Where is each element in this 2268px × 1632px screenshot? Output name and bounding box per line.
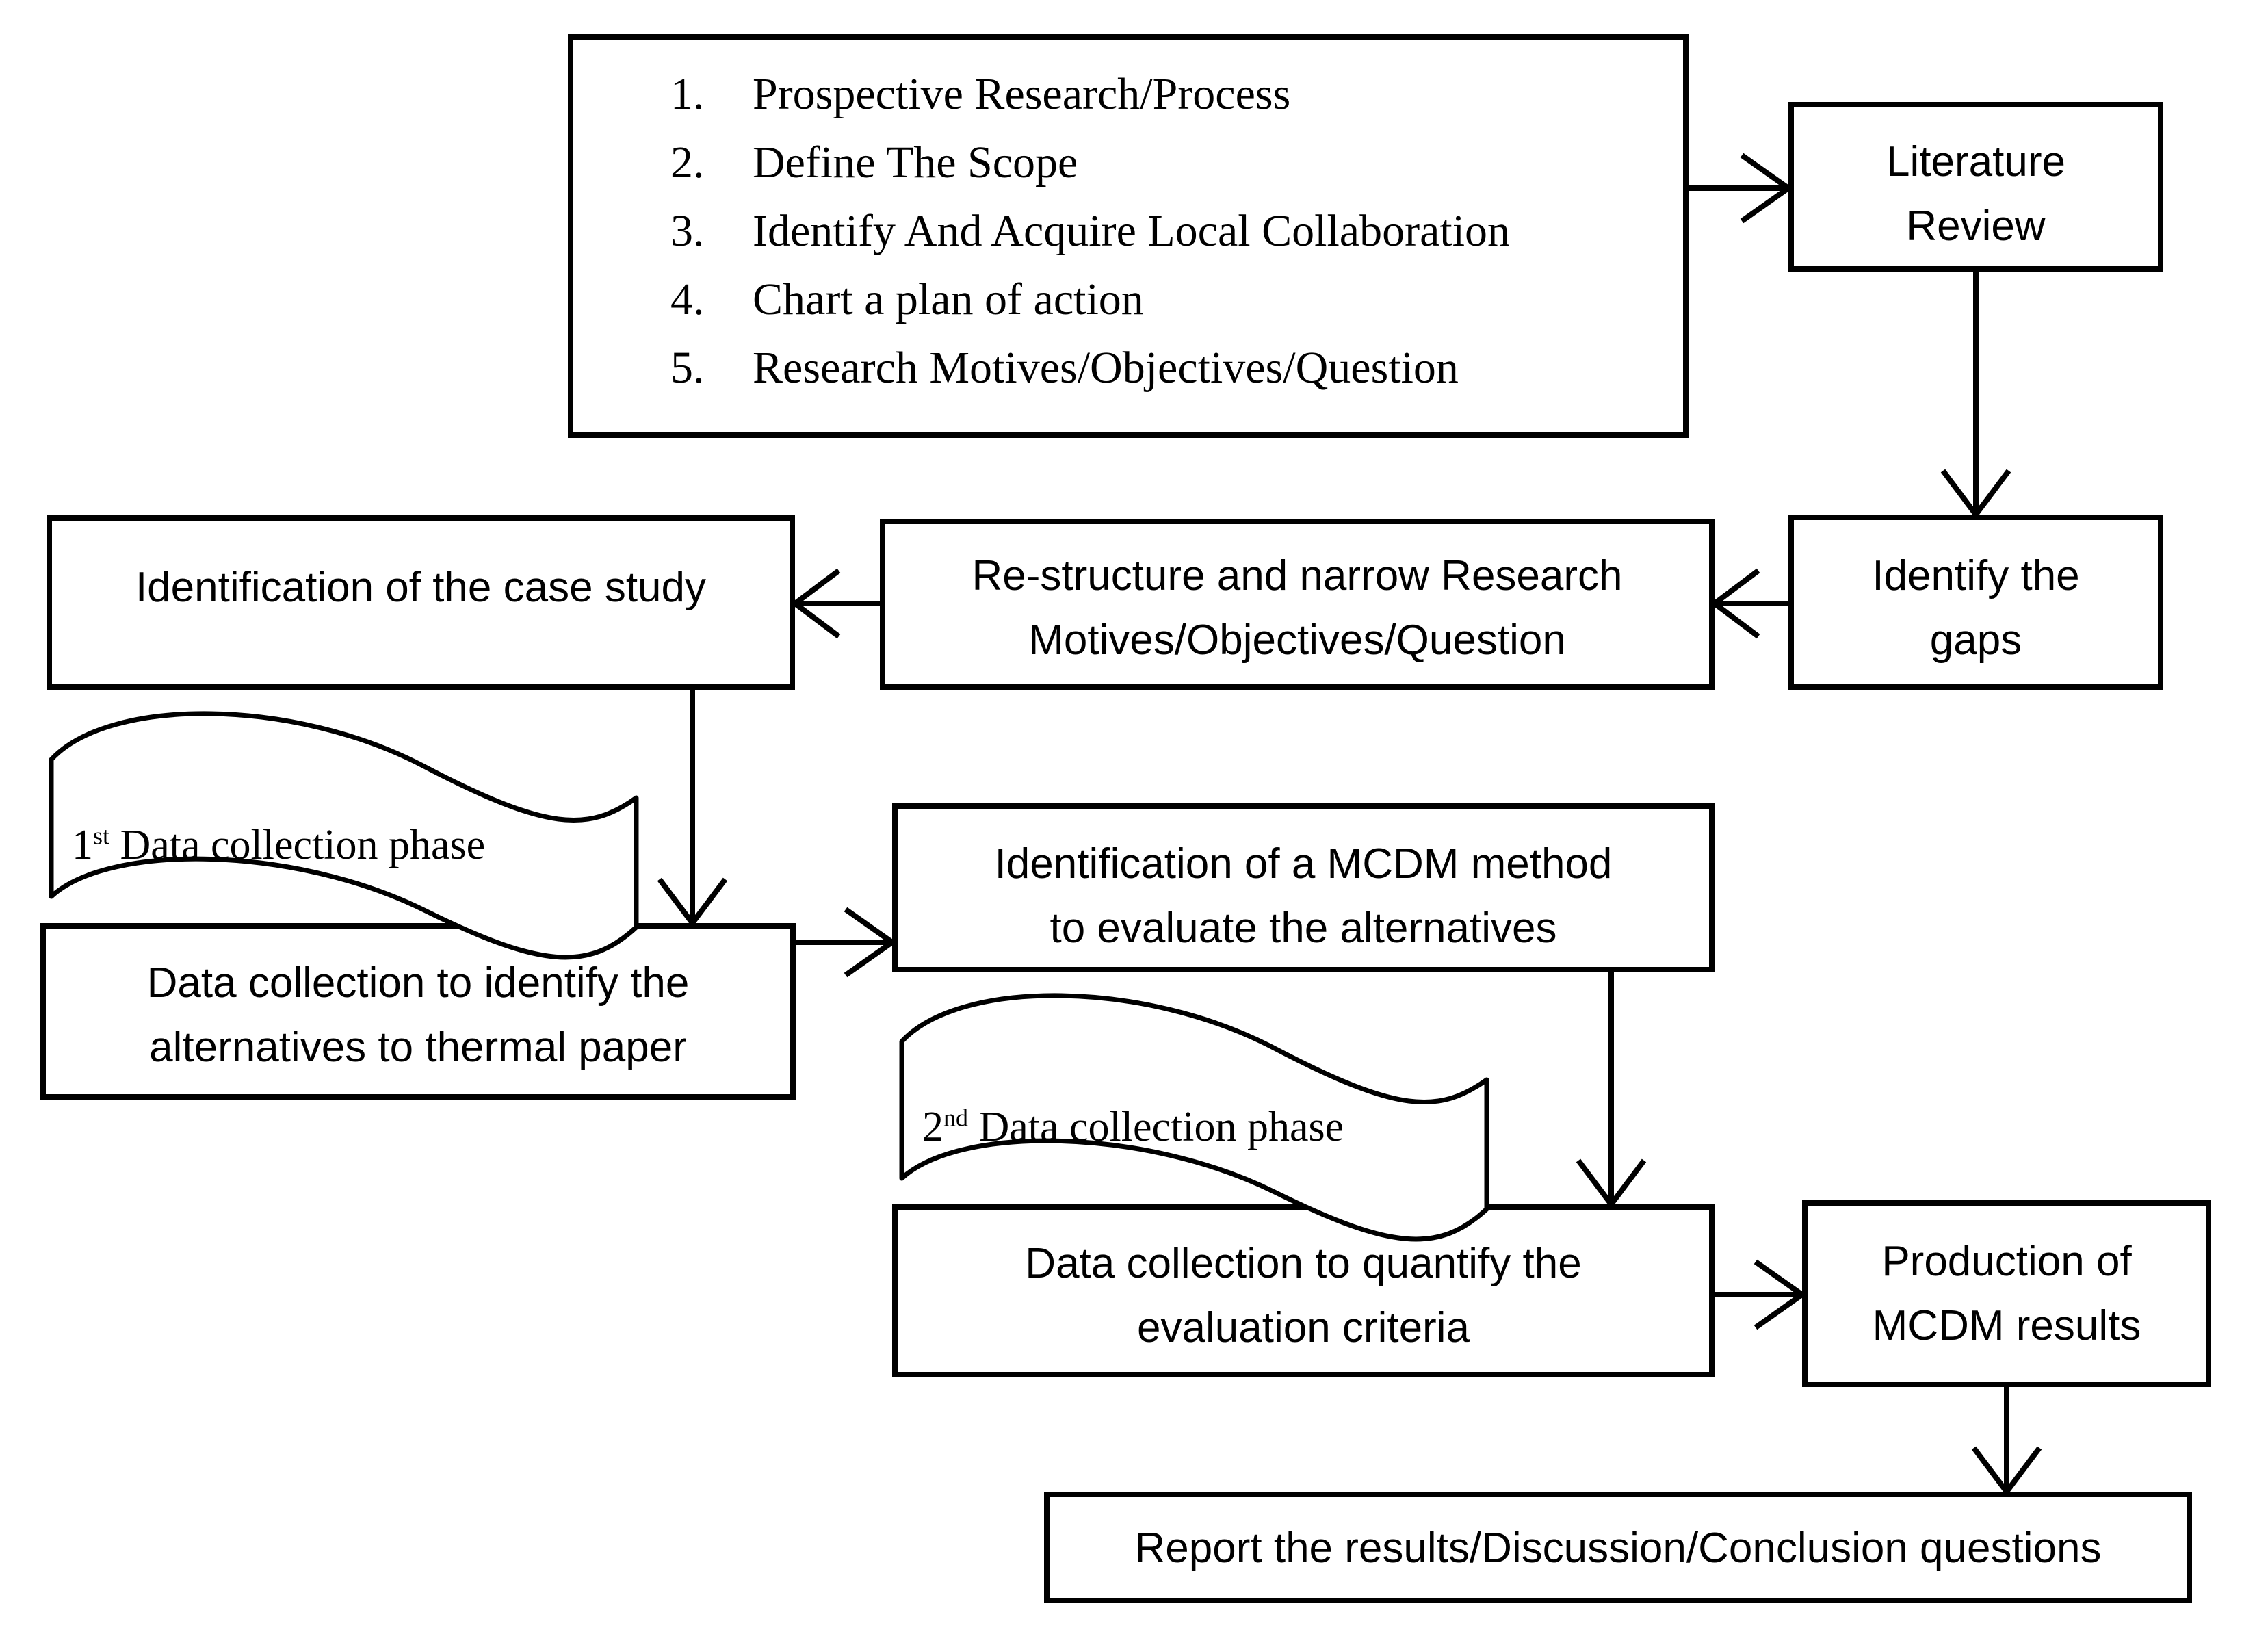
steps-box-outline	[568, 34, 1689, 438]
banner-phase-1-text: Data collection phase	[120, 822, 486, 868]
list-item: 4. Chart a plan of action	[670, 274, 1649, 326]
restructure-label: Re-structure and narrow Research Motives…	[883, 544, 1712, 673]
connector-mcdm-method-to-data-collection-2	[1576, 970, 1647, 1209]
data-collection-2-box-outline	[892, 1204, 1715, 1377]
list-item-label: Chart a plan of action	[753, 274, 1144, 324]
banner-phase-2-text: Data collection phase	[978, 1104, 1344, 1150]
list-item: 3. Identify And Acquire Local Collaborat…	[670, 205, 1649, 257]
literature-review-line-1: Literature	[1886, 138, 2065, 185]
report-label: Report the results/Discussion/Conclusion…	[1047, 1516, 2189, 1581]
list-item-number: 4.	[670, 274, 705, 324]
banner-phase-2-ordinal-suffix: nd	[943, 1104, 968, 1132]
case-study-line-1: Identification of the case study	[135, 564, 707, 611]
list-item: 1. Prospective Research/Process	[670, 68, 1649, 120]
restructure-line-2: Motives/Objectives/Question	[1028, 617, 1566, 664]
banner-phase-2-shape	[899, 993, 1489, 1242]
case-study-label: Identification of the case study	[49, 556, 792, 620]
banner-phase-2-ordinal: 2	[922, 1104, 943, 1150]
banner-phase-1-ordinal-suffix: st	[93, 822, 109, 850]
connector-restructure-to-case-study	[790, 568, 883, 639]
list-item-number: 5.	[670, 343, 705, 393]
data-collection-1-line-1: Data collection to identify the	[146, 959, 690, 1007]
data-collection-2-line-1: Data collection to quantify the	[1025, 1240, 1582, 1287]
mcdm-results-line-1: Production of	[1881, 1238, 2132, 1285]
identify-gaps-line-1: Identify the	[1872, 552, 2080, 599]
banner-phase-2-label: 2nd Data collection phase	[922, 1095, 1511, 1159]
steps-box-list: 1. Prospective Research/Process 2. Defin…	[670, 68, 1649, 411]
identify-gaps-label: Identify the gaps	[1791, 544, 2161, 673]
literature-review-box-outline	[1788, 102, 2163, 272]
list-item-number: 2.	[670, 138, 705, 187]
literature-review-line-2: Review	[1906, 203, 2046, 250]
data-collection-2-line-2: evaluation criteria	[1137, 1304, 1470, 1352]
list-item: 2. Define The Scope	[670, 137, 1649, 189]
list-item: 5. Research Motives/Objectives/Question	[670, 342, 1649, 394]
list-item-label: Prospective Research/Process	[753, 69, 1291, 119]
list-item-number: 1.	[670, 69, 705, 119]
connector-gaps-to-restructure	[1710, 568, 1791, 639]
report-line-1: Report the results/Discussion/Conclusion…	[1134, 1525, 2102, 1572]
mcdm-method-label: Identification of a MCDM method to evalu…	[895, 832, 1712, 961]
data-collection-1-label: Data collection to identify the alternat…	[43, 951, 793, 1080]
mcdm-method-line-1: Identification of a MCDM method	[994, 840, 1613, 888]
case-study-box-outline	[47, 515, 795, 690]
banner-phase-1-label: 1st Data collection phase	[72, 813, 660, 877]
connector-data-collection-1-to-mcdm-method	[793, 907, 897, 978]
data-collection-1-box-outline	[40, 923, 796, 1100]
identify-gaps-line-2: gaps	[1929, 617, 2022, 664]
mcdm-results-line-2: MCDM results	[1872, 1302, 2141, 1350]
connector-literature-to-gaps	[1940, 269, 2011, 519]
mcdm-results-label: Production of MCDM results	[1805, 1230, 2208, 1358]
list-item-label: Identify And Acquire Local Collaboration	[753, 206, 1511, 256]
mcdm-method-box-outline	[892, 803, 1715, 972]
data-collection-1-line-2: alternatives to thermal paper	[149, 1024, 687, 1072]
report-box-outline	[1044, 1492, 2192, 1603]
connector-case-study-to-data-collection-1	[657, 687, 728, 928]
list-item-number: 3.	[670, 206, 705, 256]
connector-mcdm-results-to-report	[1971, 1384, 2042, 1497]
banner-phase-1-shape	[49, 711, 639, 960]
list-item-label: Research Motives/Objectives/Question	[753, 343, 1459, 393]
connector-steps-to-literature	[1686, 153, 1793, 224]
list-item-label: Define The Scope	[753, 138, 1078, 187]
connector-data-collection-2-to-mcdm-results	[1712, 1259, 1807, 1330]
banner-phase-1-ordinal: 1	[72, 822, 93, 868]
literature-review-label: Literature Review	[1791, 130, 2161, 259]
mcdm-method-line-2: to evaluate the alternatives	[1050, 905, 1557, 953]
restructure-line-1: Re-structure and narrow Research	[972, 552, 1623, 599]
data-collection-2-label: Data collection to quantify the evaluati…	[895, 1232, 1712, 1360]
